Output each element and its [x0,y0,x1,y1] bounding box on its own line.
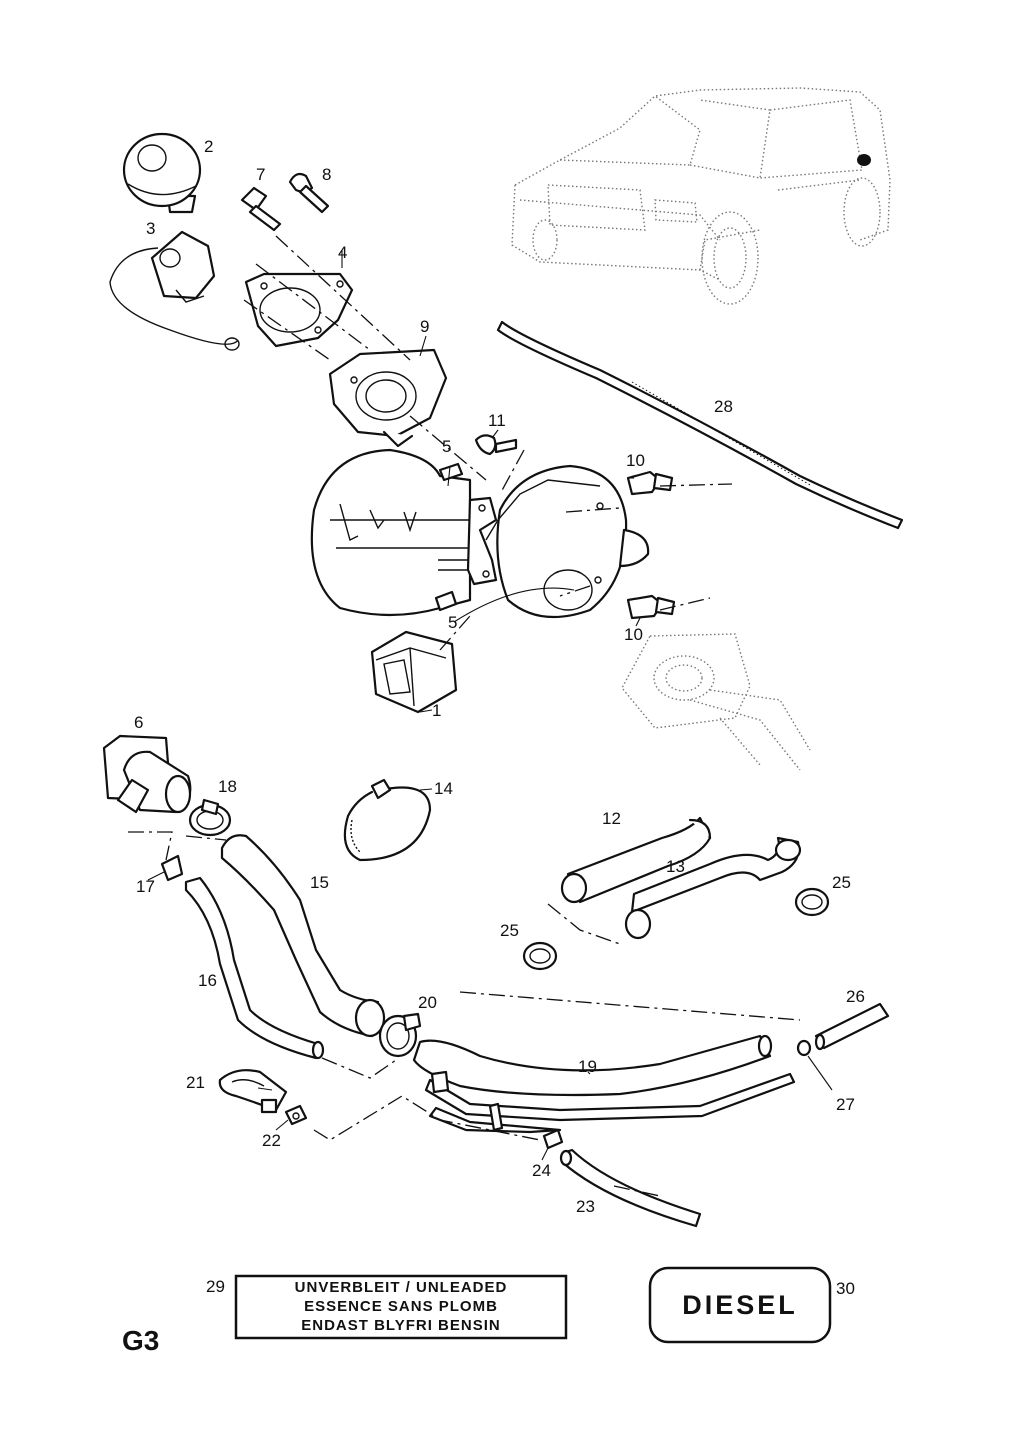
gasket [244,272,354,348]
callout-25-left: 25 [500,921,519,940]
callout-24: 24 [532,1161,551,1180]
hose-clamp-20 [378,1012,422,1058]
release-cable [496,320,904,530]
diesel-label-text: DIESEL [682,1290,798,1320]
assembly-lines [128,235,801,1197]
callout-29: 29 [206,1277,225,1296]
callout-26: 26 [846,987,865,1006]
filler-door-flap [485,464,650,619]
callout-11: 11 [488,411,506,430]
callout-16: 16 [198,971,217,990]
unleaded-fuel-label: UNVERBLEIT / UNLEADED ESSENCE SANS PLOMB… [234,1274,568,1340]
bracket-21 [218,1069,288,1114]
filler-hose-15 [220,834,386,1038]
unleaded-label-line1: UNVERBLEIT / UNLEADED [295,1279,508,1296]
bolt-7 [240,186,282,232]
callout-10-lower: 10 [624,625,643,644]
unleaded-label-line2: ESSENCE SANS PLOMB [304,1298,498,1315]
callout-30: 30 [836,1279,855,1298]
fuel-cap [122,132,202,214]
callout-15: 15 [310,873,329,892]
callout-14: 14 [434,779,453,798]
clip-17 [160,854,184,882]
callout-17: 17 [136,877,155,896]
callout-20: 20 [418,993,437,1012]
leader-lines [147,250,833,1161]
callout-23: 23 [576,1197,595,1216]
hose-clamp-25-left [522,941,558,971]
callout-28: 28 [714,397,733,416]
callout-7: 7 [256,165,265,184]
callout-1: 1 [432,701,441,720]
callout-10-upper: 10 [626,451,645,470]
plug-5-lower [434,590,458,612]
vent-hose-16 [184,876,325,1060]
hose-13 [624,836,802,940]
callout-8: 8 [322,165,331,184]
callout-19: 19 [578,1057,597,1076]
callout-5-lower: 5 [448,613,457,632]
clip-22 [284,1104,308,1126]
screw-8 [288,172,330,214]
hose-clamp-18 [188,798,232,837]
filler-neck-silhouette [621,633,811,771]
unleaded-label-line3: ENDAST BLYFRI BENSIN [301,1317,500,1334]
bump-stop-10-lower [626,594,676,620]
callout-4: 4 [338,243,347,262]
vehicle-silhouette [511,87,891,305]
callout-9: 9 [420,317,429,336]
bump-stop-10-upper [626,470,674,496]
callout-6: 6 [134,713,143,732]
sheet-code: G3 [122,1325,159,1356]
callout-12: 12 [602,809,621,828]
hose-26 [814,1002,890,1051]
filler-pipe-flange [102,734,192,814]
callout-13: 13 [666,857,685,876]
callout-3: 3 [146,219,155,238]
callout-25-right: 25 [832,873,851,892]
fill-pipe-19 [412,1034,796,1134]
fuel-cap-with-tether [109,230,240,351]
callout-18: 18 [218,777,237,796]
clip-24 [542,1128,564,1150]
diesel-fuel-label: DIESEL [648,1266,832,1344]
callout-numbers: 1 2 3 4 5 5 6 7 8 9 10 10 11 12 13 14 15… [134,137,865,1298]
callout-5-upper: 5 [442,437,451,456]
callout-21: 21 [186,1073,205,1092]
screw-11 [474,434,518,456]
filler-door-housing [310,448,498,617]
hose-clamp-25-right [794,887,830,917]
buffer-block [370,630,458,714]
band-clamp-14 [343,778,432,862]
cap-27 [796,1039,812,1057]
filler-neck-housing [328,348,448,448]
hose-12 [560,816,712,904]
callout-27: 27 [836,1095,855,1114]
callout-2: 2 [204,137,213,156]
hose-23 [559,1148,702,1228]
plug-5-upper [438,462,464,482]
callout-22: 22 [262,1131,281,1150]
